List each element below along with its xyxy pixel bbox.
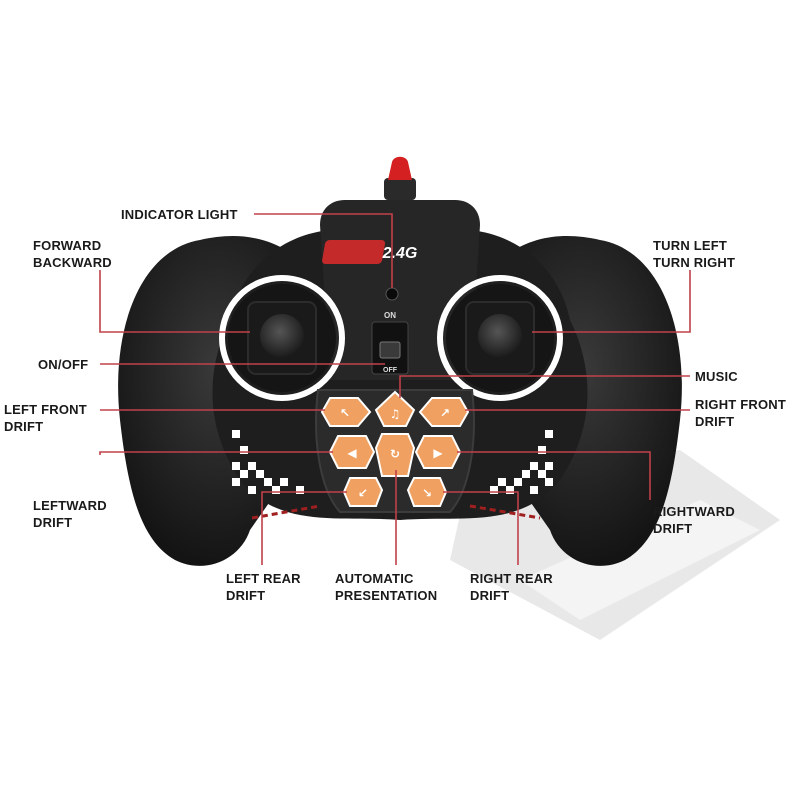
- leftward-drift-button[interactable]: ◀: [328, 435, 376, 469]
- callout-on-off: ON/OFF: [38, 357, 89, 372]
- leftward-drift-line: [99, 451, 333, 455]
- right-front-drift-button[interactable]: ↗: [418, 397, 470, 427]
- auto-demo-icon: ↻: [390, 447, 400, 461]
- diagonal-arrow-icon: ↘: [422, 486, 432, 500]
- antenna: [388, 156, 412, 180]
- left-arrow-icon: ◀: [347, 446, 357, 460]
- music-button[interactable]: ♫: [374, 390, 416, 427]
- callout-forward-backward: FORWARD BACKWARD: [33, 238, 112, 270]
- diagonal-arrow-icon: ↖: [340, 406, 350, 420]
- antenna-base: [384, 178, 416, 200]
- brand-badge: 2.4G: [382, 245, 418, 262]
- callout-right-front-drift: RIGHT FRONT DRIFT: [695, 397, 787, 429]
- callout-turn-left-right: TURN LEFT TURN RIGHT: [653, 238, 736, 270]
- floor-track-stripe: [520, 500, 760, 620]
- right-rear-drift-button[interactable]: ↘: [406, 477, 448, 507]
- left-rear-drift-button[interactable]: ↙: [342, 477, 384, 507]
- turn-left-right-line: [532, 270, 691, 333]
- rightward-drift-button[interactable]: ▶: [414, 435, 462, 469]
- automatic-presentation-button[interactable]: ↻: [374, 433, 416, 477]
- callout-right-rear-drift: RIGHT REAR DRIFT: [470, 571, 553, 603]
- rightward-drift-line: [457, 451, 651, 500]
- callout-indicator-light: INDICATOR LIGHT: [121, 207, 238, 222]
- callout-left-rear-drift: LEFT REAR DRIFT: [226, 571, 301, 603]
- indicator-light-line: [254, 213, 393, 288]
- left-checker-decoration: [232, 430, 321, 520]
- right-stick-ring: [437, 275, 563, 401]
- switch-on-label: ON: [384, 311, 396, 320]
- left-stick-ring: [219, 275, 345, 401]
- callout-rightward-drift: RIGHTWARD DRIFT: [653, 504, 735, 536]
- callout-automatic-presentation: AUTOMATIC PRESENTATION: [335, 571, 438, 603]
- power-switch[interactable]: [379, 341, 401, 359]
- right-rear-drift-line: [443, 491, 519, 565]
- brand-badge-bg: [322, 240, 386, 264]
- right-joystick[interactable]: [478, 314, 522, 358]
- left-front-drift-button[interactable]: ↖: [320, 397, 372, 427]
- music-note-icon: ♫: [390, 407, 401, 421]
- diagonal-arrow-icon: ↙: [358, 486, 368, 500]
- indicator-light: [385, 287, 399, 301]
- forward-backward-line: [99, 270, 250, 333]
- right-checker-decoration: [469, 430, 553, 520]
- callout-lines: [99, 213, 691, 565]
- switch-off-label: OFF: [383, 367, 398, 374]
- music-line: [399, 375, 690, 398]
- diagonal-arrow-icon: ↗: [440, 406, 450, 420]
- callout-music: MUSIC: [695, 369, 738, 384]
- left-joystick[interactable]: [260, 314, 304, 358]
- left-rear-drift-line: [261, 491, 347, 565]
- callout-left-front-drift: LEFT FRONT DRIFT: [4, 402, 87, 434]
- right-arrow-icon: ▶: [433, 446, 443, 460]
- callout-leftward-drift: LEFTWARD DRIFT: [33, 498, 107, 530]
